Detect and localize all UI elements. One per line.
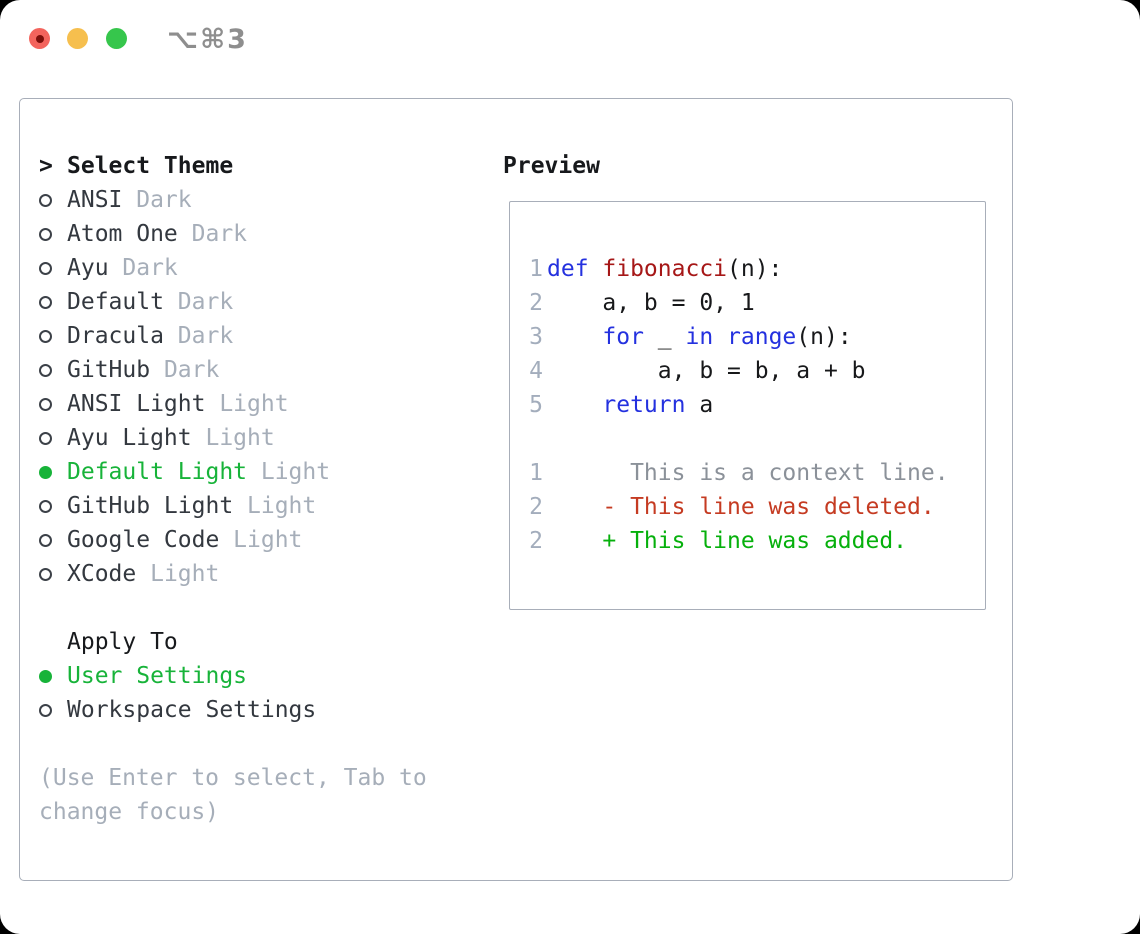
code-line: 5 return a xyxy=(529,392,714,418)
theme-name: Dracula xyxy=(67,323,164,349)
radio-icon xyxy=(39,431,52,445)
radio-icon xyxy=(39,567,52,581)
theme-name: GitHub Light xyxy=(67,493,234,519)
theme-variant: Dark xyxy=(122,255,178,281)
apply-option-label: Workspace Settings xyxy=(67,697,317,723)
radio-icon xyxy=(39,261,52,275)
theme-name: Google Code xyxy=(67,527,220,553)
theme-variant: Dark xyxy=(177,289,234,315)
theme-option[interactable]: Atom One Dark xyxy=(39,217,479,251)
theme-option[interactable]: GitHub Light Light xyxy=(39,489,479,523)
unsaved-dot-icon xyxy=(35,34,44,43)
radio-icon xyxy=(39,499,52,513)
theme-variant: Light xyxy=(247,493,317,519)
radio-icon xyxy=(39,227,52,241)
theme-variant: Light xyxy=(233,527,303,553)
theme-name: Ayu Light xyxy=(67,425,192,451)
theme-name: Ayu xyxy=(67,255,109,281)
radio-icon xyxy=(39,193,52,207)
preview-header: Preview xyxy=(503,153,600,179)
minimize-button[interactable] xyxy=(67,28,88,49)
window-title-shortcut: ⌥⌘3 xyxy=(167,24,248,55)
apply-option[interactable]: Workspace Settings xyxy=(39,693,479,727)
theme-option[interactable]: GitHub Dark xyxy=(39,353,479,387)
theme-variant: Dark xyxy=(163,357,220,383)
theme-name: Default Light xyxy=(67,459,248,485)
theme-variant: Light xyxy=(219,391,289,417)
radio-icon xyxy=(39,363,52,377)
theme-option[interactable]: Ayu Dark xyxy=(39,251,479,285)
apply-option[interactable]: User Settings xyxy=(39,659,479,693)
apply-to-label: Apply To xyxy=(67,629,178,655)
theme-option[interactable]: ANSI Light Light xyxy=(39,387,479,421)
theme-name: XCode xyxy=(67,561,137,587)
spacer xyxy=(529,422,985,456)
radio-icon xyxy=(39,533,52,547)
radio-icon xyxy=(39,703,52,717)
theme-name: Default xyxy=(67,289,164,315)
theme-option[interactable]: ANSI Dark xyxy=(39,183,479,217)
apply-option-label: User Settings xyxy=(67,663,248,689)
theme-variant: Dark xyxy=(191,221,248,247)
theme-variant: Dark xyxy=(177,323,234,349)
theme-name: ANSI Light xyxy=(67,391,206,417)
diff-line: 2 + This line was added. xyxy=(529,528,908,554)
radio-icon xyxy=(39,329,52,343)
code-line: 2 a, b = 0, 1 xyxy=(529,290,755,316)
select-theme-header: > Select Theme xyxy=(39,149,479,183)
theme-option[interactable]: Default Dark xyxy=(39,285,479,319)
diff-line: 2 - This line was deleted. xyxy=(529,494,935,520)
theme-option[interactable]: Google Code Light xyxy=(39,523,479,557)
prompt-icon: > xyxy=(39,153,53,179)
focus-marker: > xyxy=(39,149,67,183)
theme-name: GitHub xyxy=(67,357,151,383)
radio-icon xyxy=(39,669,52,683)
code-line: 4 a, b = b, a + b xyxy=(529,358,866,384)
close-button[interactable] xyxy=(29,28,50,49)
code-line: 3 for _ in range(n): xyxy=(529,324,852,350)
theme-name: ANSI xyxy=(67,187,123,213)
diff-line: 1 This is a context line. xyxy=(529,460,949,486)
theme-name: Atom One xyxy=(67,221,178,247)
theme-variant: Light xyxy=(205,425,275,451)
radio-icon xyxy=(39,397,52,411)
spacer xyxy=(39,591,479,625)
keyboard-hint: (Use Enter to select, Tab to change focu… xyxy=(39,765,427,825)
select-theme-label: Select Theme xyxy=(67,153,234,179)
radio-icon xyxy=(39,465,52,479)
apply-to-header: Apply To xyxy=(39,625,479,659)
theme-variant: Dark xyxy=(136,187,192,213)
theme-option[interactable]: Default Light Light xyxy=(39,455,479,489)
zoom-button[interactable] xyxy=(106,28,127,49)
theme-variant: Light xyxy=(150,561,220,587)
diff-preview: 1 This is a context line. 2 - This line w… xyxy=(529,456,985,558)
theme-option[interactable]: XCode Light xyxy=(39,557,479,591)
radio-icon xyxy=(39,295,52,309)
theme-option[interactable]: Dracula Dark xyxy=(39,319,479,353)
theme-option[interactable]: Ayu Light Light xyxy=(39,421,479,455)
theme-variant: Light xyxy=(260,459,331,485)
